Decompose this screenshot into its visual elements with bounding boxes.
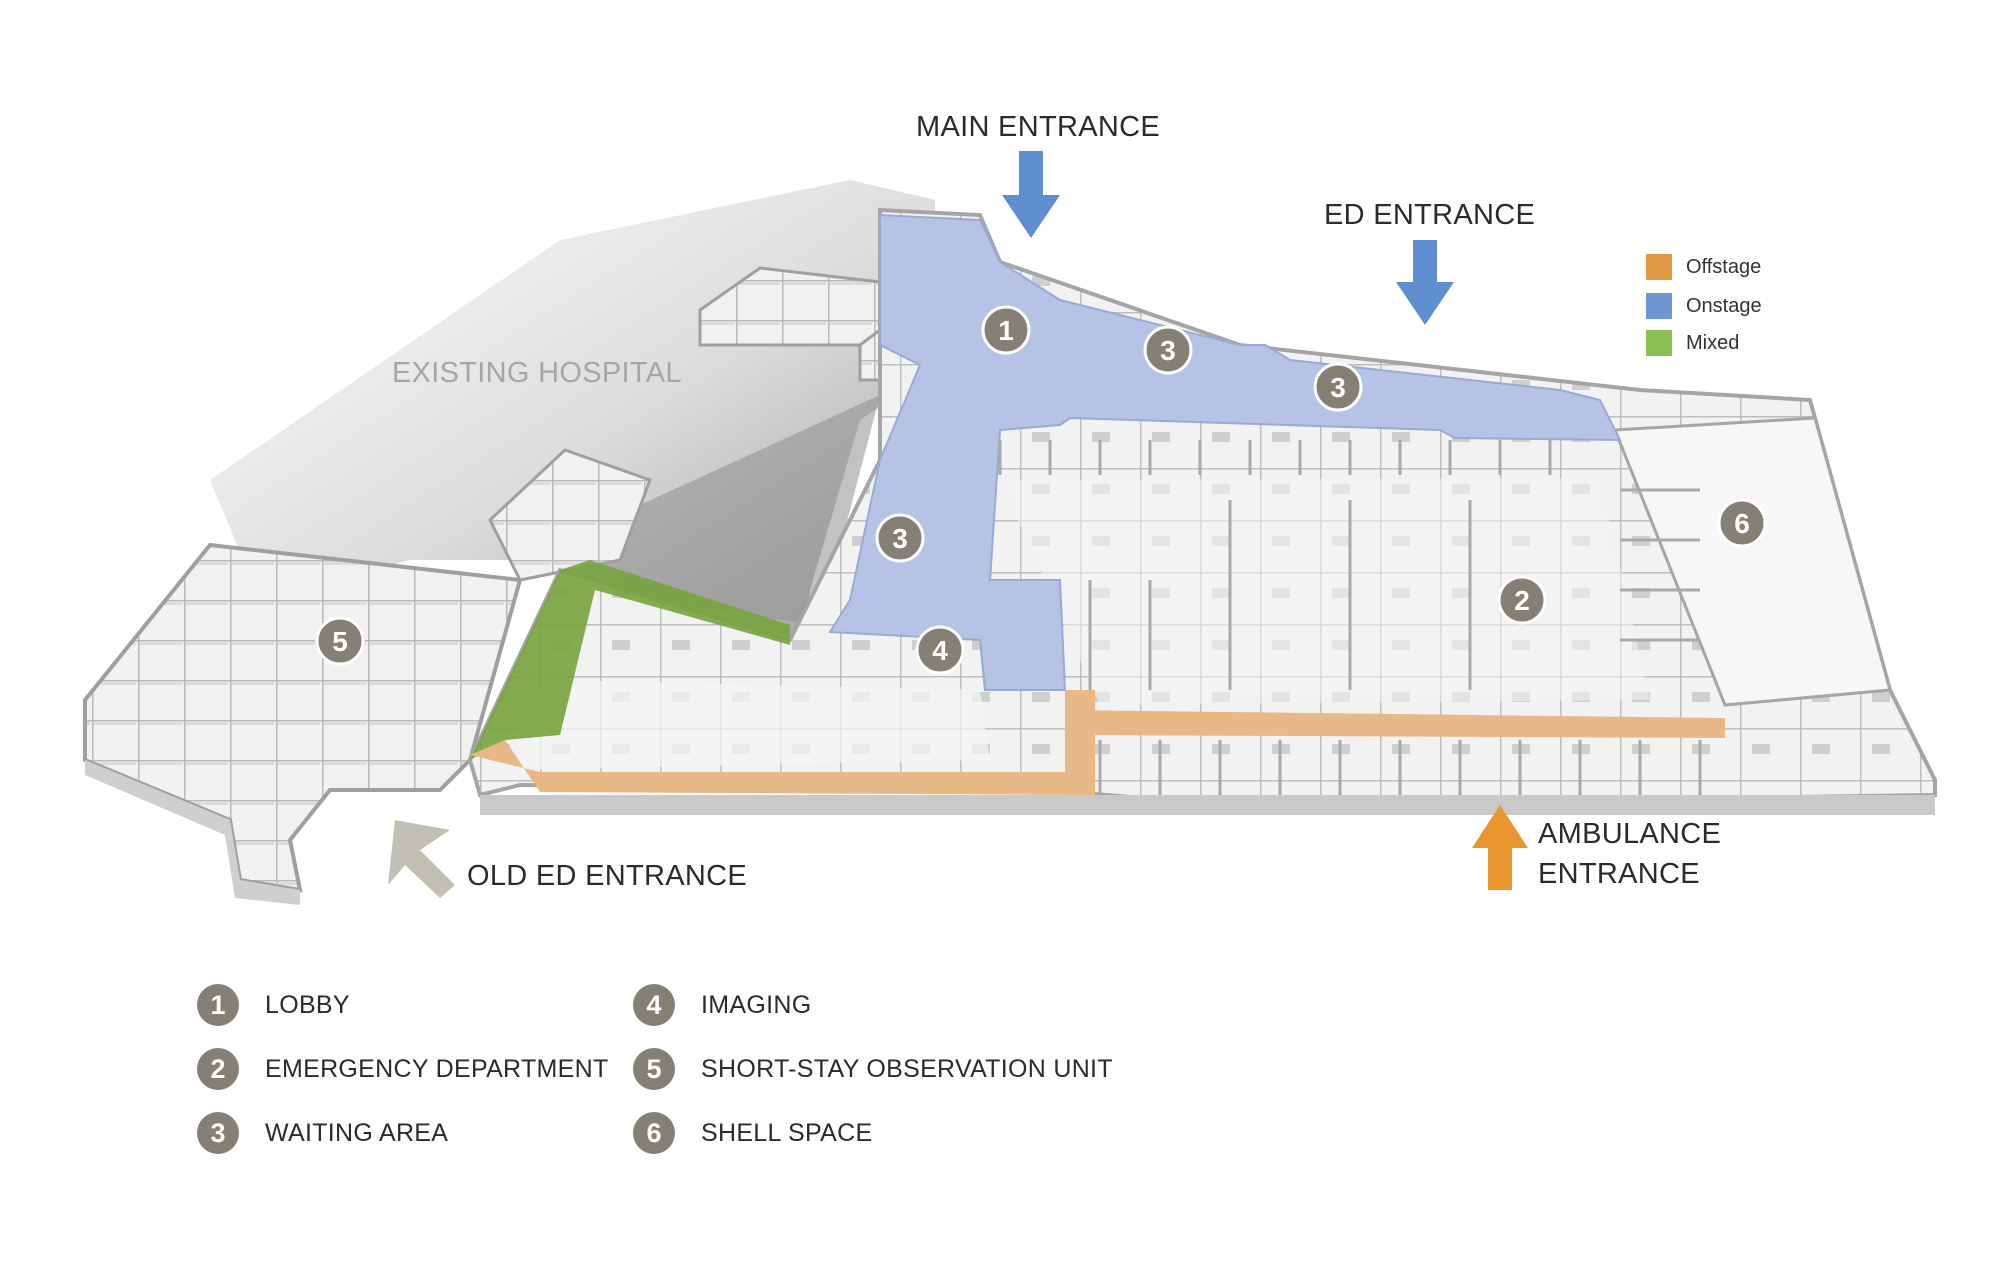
key-badge-5: 5 <box>633 1048 675 1090</box>
plan-marker-1: 1 <box>981 305 1031 355</box>
plan-marker-circle <box>981 305 1031 355</box>
plan-markers: 1 3 3 3 4 5 2 6 <box>315 305 1767 675</box>
plan-marker-number: 5 <box>332 626 348 657</box>
plan-marker-number: 1 <box>998 315 1014 346</box>
plan-marker-number: 4 <box>932 635 948 666</box>
observation-wing-edge <box>85 760 300 905</box>
plan-marker-3: 3 <box>875 513 925 563</box>
bay-walls <box>998 440 1702 795</box>
mixed-zone <box>470 560 790 760</box>
legend-offstage-label: Offstage <box>1686 255 1762 278</box>
key-label-short-stay-observation-unit: SHORT-STAY OBSERVATION UNIT <box>701 1054 1113 1083</box>
offstage-zone-west <box>470 740 1095 795</box>
plan-marker-number: 2 <box>1514 585 1530 616</box>
key-badge-3: 3 <box>197 1112 239 1154</box>
plan-marker-3: 3 <box>1143 325 1193 375</box>
plan-marker-circle <box>1717 498 1767 548</box>
key-short-stay-observation-unit: 5 SHORT-STAY OBSERVATION UNIT <box>633 1048 1113 1090</box>
key-lobby: 1 LOBBY <box>197 984 350 1026</box>
key-badge-4: 4 <box>633 984 675 1026</box>
plan-marker-circle <box>1143 325 1193 375</box>
main-entrance-label: MAIN ENTRANCE <box>916 111 1160 143</box>
legend-onstage-label: Onstage <box>1686 294 1762 317</box>
offstage-zone-east <box>1065 710 1725 738</box>
legend-offstage: Offstage <box>1646 254 1761 280</box>
plan-marker-5: 5 <box>315 616 365 666</box>
imaging-interior <box>515 680 990 770</box>
ambulance-entrance-label-line2: ENTRANCE <box>1538 858 1700 890</box>
legend-onstage: Onstage <box>1646 293 1762 319</box>
key-label-shell-space: SHELL SPACE <box>701 1118 873 1147</box>
mixed-swatch <box>1646 330 1672 356</box>
ed-entrance-arrow <box>1396 240 1454 325</box>
key-badge-6: 6 <box>633 1112 675 1154</box>
ambulance-entrance-arrow <box>1472 805 1528 890</box>
plan-marker-2: 2 <box>1497 575 1547 625</box>
plan-marker-4: 4 <box>915 625 965 675</box>
small-block <box>488 448 652 582</box>
plan-marker-number: 3 <box>1330 372 1346 403</box>
key-label-lobby: LOBBY <box>265 990 350 1019</box>
plan-marker-number: 3 <box>1160 335 1176 366</box>
offstage-zone-link <box>1065 690 1095 795</box>
key-label-waiting-area: WAITING AREA <box>265 1118 449 1147</box>
observation-wing <box>83 542 523 893</box>
main-entrance-arrow <box>1002 151 1060 238</box>
plan-marker-3: 3 <box>1313 362 1363 412</box>
old-ed-entrance-arrow <box>388 820 455 898</box>
old-ed-entrance-label: OLD ED ENTRANCE <box>467 860 748 892</box>
ed-interior <box>1000 478 1650 705</box>
key-badge-2: 2 <box>197 1048 239 1090</box>
building-edge <box>480 795 1935 815</box>
plan-marker-circle <box>1313 362 1363 412</box>
key-label-imaging: IMAGING <box>701 990 812 1019</box>
plan-marker-6: 6 <box>1717 498 1767 548</box>
key-waiting-area: 3 WAITING AREA <box>197 1112 448 1154</box>
plan-marker-circle <box>875 513 925 563</box>
key-label-emergency-department: EMERGENCY DEPARTMENT <box>265 1054 609 1083</box>
onstage-swatch <box>1646 293 1672 319</box>
legend-mixed-label: Mixed <box>1686 331 1740 354</box>
legend-mixed: Mixed <box>1646 330 1739 356</box>
key-shell-space: 6 SHELL SPACE <box>633 1112 872 1154</box>
plan-marker-number: 6 <box>1734 508 1750 539</box>
offstage-swatch <box>1646 254 1672 280</box>
ambulance-entrance-label-line1: AMBULANCE <box>1538 818 1722 850</box>
plan-marker-circle <box>1497 575 1547 625</box>
key-emergency-department: 2 EMERGENCY DEPARTMENT <box>197 1048 609 1090</box>
plan-marker-circle <box>315 616 365 666</box>
key-badge-1: 1 <box>197 984 239 1026</box>
plan-marker-number: 3 <box>892 523 908 554</box>
ed-entrance-label: ED ENTRANCE <box>1324 199 1536 231</box>
existing-hospital-label: EXISTING HOSPITAL <box>392 357 682 389</box>
key-imaging: 4 IMAGING <box>633 984 811 1026</box>
plan-marker-circle <box>915 625 965 675</box>
